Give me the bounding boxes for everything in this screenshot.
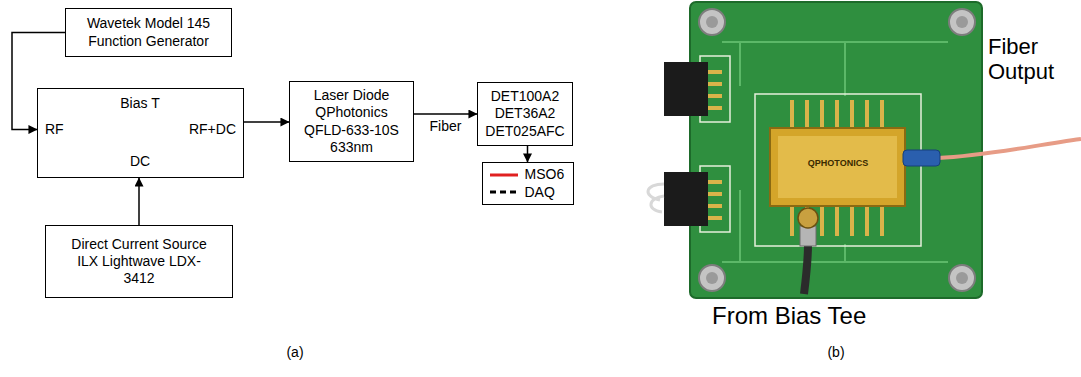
laser-box: Laser Diode QPhotonics QFLD-633-10S 633n… (289, 81, 414, 162)
header-pin (708, 216, 722, 220)
coax-cable (798, 208, 818, 294)
edge-label: Fiber (428, 118, 464, 134)
header-pin (708, 94, 722, 98)
header-connector (664, 172, 708, 226)
signal-arrow (414, 113, 477, 115)
box-text: Laser Diode QPhotonics QFLD-633-10S 633n… (297, 87, 407, 155)
legend-line-sample (489, 187, 519, 197)
silkscreen-outline (755, 94, 921, 246)
box-text: Wavetek Model 145 Function Generator (74, 15, 224, 49)
detector-box: DET100A2 DET36A2 DET025AFC (477, 82, 573, 146)
port-label: RF (45, 121, 64, 138)
port-label: RF+DC (189, 121, 236, 138)
circuit-board (690, 2, 982, 298)
mount-screw (949, 9, 975, 35)
panel-label: (a) (286, 344, 303, 360)
legend-line-sample (490, 191, 518, 194)
instrument-box: Wavetek Model 145 Function Generator (65, 8, 232, 57)
mount-screw (699, 9, 725, 35)
instrument-box: Direct Current Source ILX Lightwave LDX-… (45, 225, 233, 298)
legend-row: MSO6 (489, 166, 567, 183)
header-pin (708, 180, 722, 184)
panel-label: (b) (827, 344, 844, 360)
header-pin (708, 204, 722, 208)
coax-ferrule (800, 226, 816, 246)
header-pin (708, 106, 722, 110)
coax-cable (804, 244, 808, 294)
legend-line-sample (490, 173, 518, 176)
signal-arrow (138, 178, 140, 225)
bias-tee-box: Bias T RF RF+DC DC (37, 88, 244, 178)
sma-connector (798, 208, 818, 228)
legend-text: MSO6 (525, 166, 565, 183)
mount-screw (699, 265, 725, 291)
signal-arrow (244, 121, 289, 123)
legend-text: DAQ (525, 184, 555, 201)
package-pin (792, 100, 882, 128)
mount-screw (956, 272, 968, 284)
box-text: DET100A2 DET36A2 DET025AFC (483, 88, 567, 139)
legend-row: DAQ (489, 184, 567, 201)
box-text: Direct Current Source ILX Lightwave LDX-… (66, 236, 212, 287)
box-title: Bias T (120, 95, 159, 112)
header-connector (664, 62, 708, 116)
signal-arrow (527, 146, 529, 162)
fiber-boot (903, 150, 940, 166)
header-pin (708, 70, 722, 74)
package-body (770, 128, 905, 206)
mount-screw (706, 16, 718, 28)
header-connector (648, 56, 730, 232)
header-pin (708, 192, 722, 196)
fiber-cable (938, 139, 1081, 158)
fiber (903, 139, 1081, 166)
board-trace (722, 42, 948, 262)
mount-screw (706, 272, 718, 284)
mount-screw (699, 9, 975, 291)
wire (648, 184, 664, 212)
package-lid (778, 136, 897, 198)
photo-label: Fiber Output (988, 34, 1080, 85)
scope-legend-box: MSO6DAQ (482, 162, 574, 205)
package-marking: QPHOTONICS (808, 158, 868, 168)
header-pin (708, 82, 722, 86)
mount-screw (949, 265, 975, 291)
mount-screw (956, 16, 968, 28)
port-label: DC (130, 153, 150, 170)
butterfly-package (770, 100, 905, 236)
photo-label: From Bias Tee (712, 302, 866, 330)
legend-line-sample (489, 170, 519, 180)
